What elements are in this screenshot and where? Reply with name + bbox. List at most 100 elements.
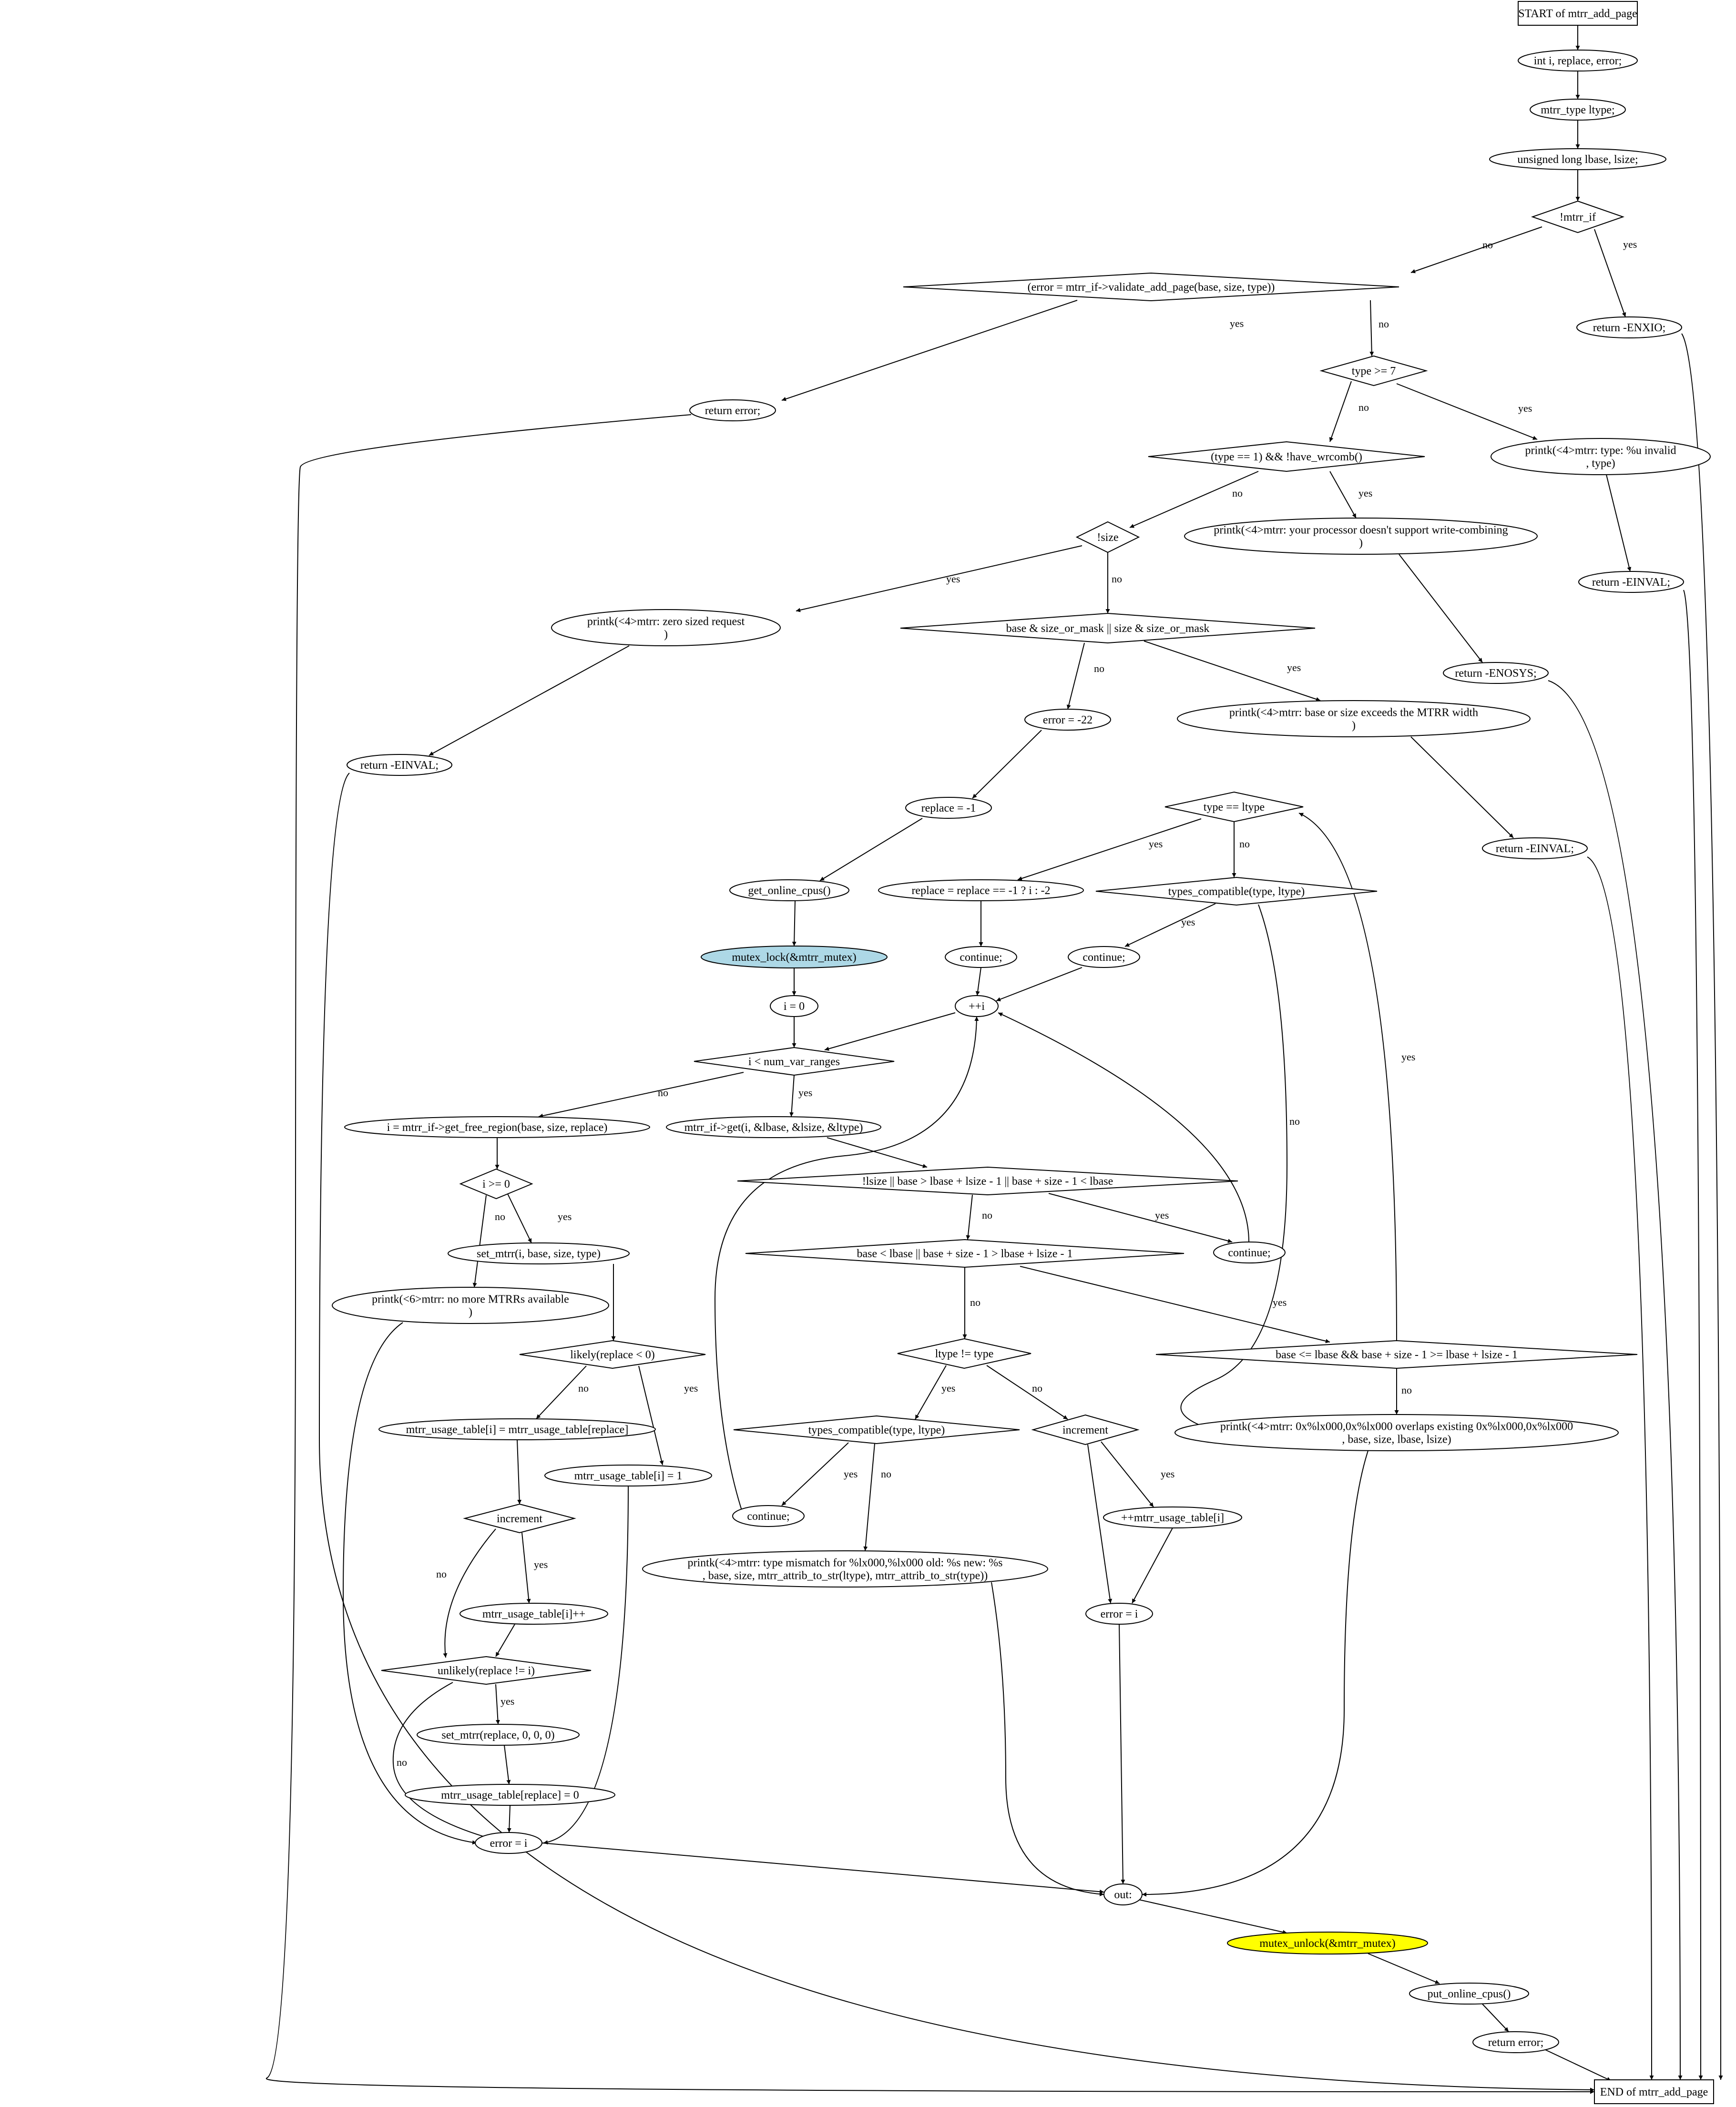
node-label: , type) (1586, 458, 1615, 470)
ellipse-shape (1227, 1932, 1428, 1954)
edge-d18-to-d19 (443, 1528, 496, 1658)
ellipse-shape (448, 1242, 630, 1264)
edge-d9-to-povl (1180, 904, 1288, 1433)
edge-label: no (970, 1296, 980, 1308)
node-povl: printk(<4>mtrr: 0x%lx000,0x%lx000 overla… (1174, 1414, 1619, 1451)
edge-einval1-to-end (1683, 590, 1703, 2080)
edge-d14-to-cont4 (781, 1442, 849, 1506)
ellipse-shape (878, 879, 1084, 901)
node-label: , base, size, mtrr_attrib_to_str(ltype),… (703, 1570, 988, 1582)
edge-err22-to-rep1 (972, 730, 1042, 799)
edge-putcpu-to-reterr2 (1482, 2004, 1509, 2032)
node-n2: mtrr_type ltype; (1530, 99, 1626, 121)
edge-d13-to-d15 (986, 1365, 1068, 1420)
ellipse-shape (1103, 1506, 1242, 1528)
node-enosys: return -ENOSYS; (1443, 662, 1549, 684)
node-label: mutex_lock(&mtrr_mutex) (732, 951, 856, 964)
edge-pwc-to-enosys (1399, 554, 1483, 663)
ellipse-shape (666, 1116, 881, 1138)
edge-cont1-to-inc (975, 967, 981, 996)
ellipse-shape (332, 1287, 609, 1324)
node-label: ) (1352, 720, 1356, 732)
edge-utpp-to-d19 (495, 1624, 515, 1657)
edge-povl-to-out (1142, 1450, 1368, 1897)
edge-d4-to-pwc (1329, 471, 1357, 519)
edge-d10-to-cont3 (1048, 1193, 1233, 1243)
edge-label: no (397, 1756, 407, 1768)
node-label: put_online_cpus() (1428, 1988, 1511, 2000)
node-label: ) (664, 629, 668, 641)
edge-label: yes (1230, 317, 1244, 329)
ellipse-shape (344, 1116, 650, 1138)
ellipse-shape (475, 1832, 542, 1854)
node-label: type >= 7 (1352, 365, 1396, 377)
node-d15: increment (1031, 1414, 1140, 1445)
ellipse-shape (689, 399, 776, 421)
node-err22: error = -22 (1024, 709, 1111, 731)
edge-d3-to-ptype (1396, 383, 1538, 440)
edge-d5-to-pzero (796, 545, 1082, 612)
node-d8: type == ltype (1164, 791, 1304, 823)
edge-pexc-to-einval3 (1410, 736, 1514, 838)
node-label: get_online_cpus() (748, 885, 830, 897)
diamond-shape (1155, 1340, 1638, 1369)
node-rep1: replace = -1 (905, 797, 992, 819)
edge-out-to-munlock (1136, 1899, 1287, 1934)
edge-getcpu-to-mlock (792, 900, 797, 947)
node-utpp: mtrr_usage_table[i]++ (460, 1603, 608, 1625)
edge-d15-to-inctab (1101, 1441, 1154, 1507)
edge-label: yes (844, 1468, 858, 1480)
edge-label: yes (1155, 1209, 1169, 1221)
node-d1: !mtrr_if (1531, 200, 1625, 234)
node-label: error = i (490, 1837, 528, 1850)
node-label: !size (1097, 531, 1118, 544)
edge-d17-to-ut1 (536, 1365, 587, 1419)
ellipse-shape (701, 946, 888, 968)
edge-d8-to-repq (1017, 818, 1202, 881)
node-inctab: ++mtrr_usage_table[i] (1103, 1506, 1242, 1528)
node-out: out: (1103, 1883, 1143, 1905)
node-n1: int i, replace, error; (1518, 50, 1638, 71)
edge-label: no (1401, 1384, 1412, 1396)
edge-label: yes (1149, 838, 1163, 850)
edge-ut0-to-erri1 (507, 1805, 511, 1833)
edge-mget-to-d10 (827, 1137, 928, 1168)
node-pmis: printk(<4>mtrr: type mismatch for %lx000… (642, 1550, 1048, 1588)
node-mlock: mutex_lock(&mtrr_mutex) (701, 946, 888, 968)
ellipse-shape (378, 1418, 656, 1440)
edge-label: yes (1358, 487, 1372, 499)
edge-label: yes (1181, 916, 1195, 928)
edge-pnomore-to-erri1 (342, 1322, 477, 1845)
node-label: return -ENXIO; (1593, 322, 1666, 334)
node-reterr2: return error; (1472, 2031, 1559, 2053)
edge-d17-to-ut2 (638, 1365, 664, 1466)
node-setm0: set_mtrr(replace, 0, 0, 0) (417, 1724, 580, 1746)
edge-inc-to-d7 (824, 1012, 956, 1051)
node-pwc: printk(<4>mtrr: your processor doesn't s… (1184, 518, 1538, 555)
ellipse-shape (1024, 709, 1111, 731)
node-label: continue; (1082, 951, 1125, 964)
edge-enosys-to-end (1548, 680, 1683, 2080)
node-label: continue; (960, 951, 1002, 964)
node-label: base <= lbase && base + size - 1 >= lbas… (1276, 1349, 1518, 1361)
node-label: printk(<4>mtrr: type mismatch for %lx000… (688, 1557, 1003, 1569)
diamond-shape (381, 1656, 592, 1685)
edge-d6-to-err22 (1066, 642, 1085, 710)
ellipse-shape (945, 946, 1017, 968)
node-d3: type >= 7 (1319, 355, 1428, 387)
node-mget: mtrr_if->get(i, &lbase, &lsize, &ltype) (666, 1116, 881, 1138)
node-d2: (error = mtrr_if->validate_add_page(base… (903, 272, 1399, 302)
node-cont3: continue; (1213, 1242, 1286, 1263)
ellipse-shape (770, 995, 818, 1017)
diamond-shape (903, 272, 1399, 302)
ellipse-shape (551, 609, 781, 646)
node-label: mtrr_type ltype; (1541, 104, 1614, 116)
edge-label: no (495, 1211, 505, 1222)
edge-d19-to-erri1 (392, 1682, 491, 1840)
diamond-shape (1075, 521, 1140, 553)
diamond-shape (463, 1503, 576, 1534)
node-d6: base & size_or_mask || size & size_or_ma… (900, 612, 1316, 644)
diamond-shape (1031, 1414, 1140, 1445)
ellipse-shape (905, 797, 992, 819)
node-label: printk(<6>mtrr: no more MTRRs available (372, 1293, 569, 1306)
